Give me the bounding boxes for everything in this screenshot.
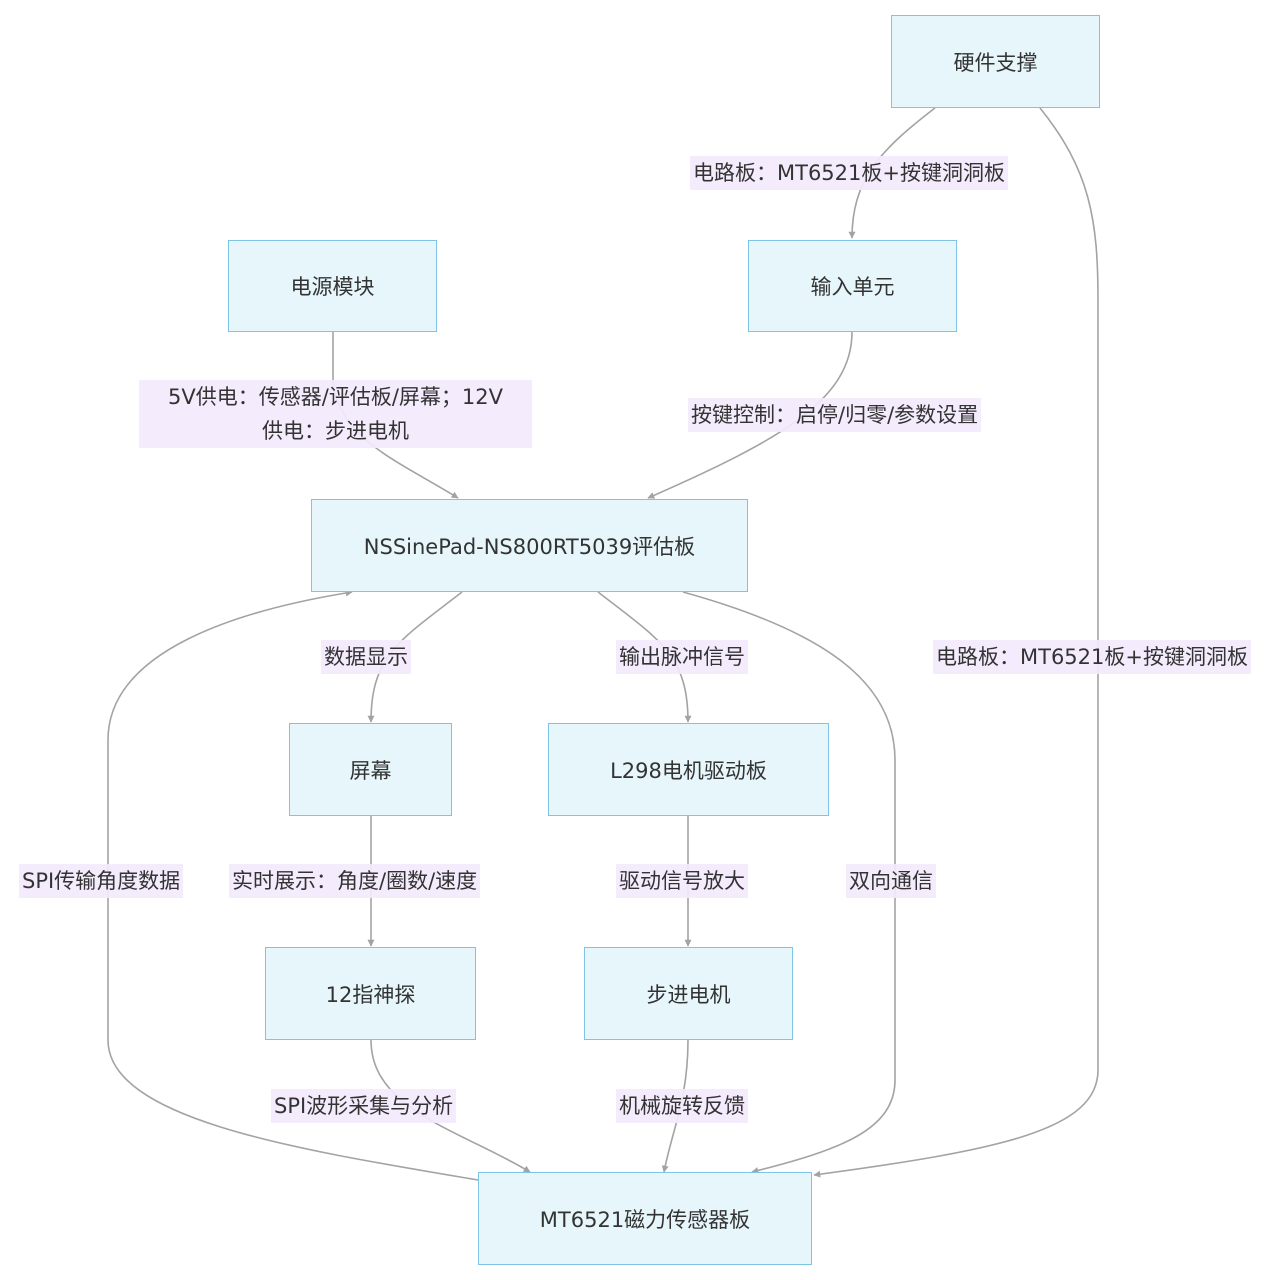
node-eval-board-text: NSSinePad-NS800RT5039评估板 — [363, 534, 696, 559]
node-sensor-board: MT6521磁力传感器板 — [478, 1172, 812, 1265]
node-input-unit: 输入单元 — [748, 240, 957, 332]
node-stepper-motor: 步进电机 — [584, 947, 793, 1040]
label-eval-to-screen: 数据显示 — [321, 640, 411, 674]
node-sensor-board-text: MT6521磁力传感器板 — [539, 1207, 751, 1232]
node-power-module-text: 电源模块 — [290, 275, 375, 299]
label-motor-to-sensor: 机械旋转反馈 — [616, 1089, 748, 1123]
label-power-supply: 5V供电：传感器/评估板/屏幕；12V 供电：步进电机 — [139, 380, 532, 448]
node-hardware-support-text: 硬件支撑 — [953, 50, 1038, 75]
label-power-supply-line1: 5V供电：传感器/评估板/屏幕；12V — [168, 385, 503, 409]
label-eval-to-l298: 输出脉冲信号 — [616, 640, 748, 674]
node-screen: 屏幕 — [289, 723, 452, 816]
label-input-to-eval: 按键控制：启停/归零/参数设置 — [688, 398, 982, 432]
node-power-module: 电源模块 — [228, 240, 437, 332]
label-l298-to-motor: 驱动信号放大 — [616, 864, 748, 898]
label-sensor-to-eval: SPI传输角度数据 — [19, 864, 184, 898]
node-input-unit-text: 输入单元 — [810, 275, 895, 299]
edge-sensor-to-eval — [107, 589, 479, 1181]
node-l298-driver: L298电机驱动板 — [548, 723, 829, 816]
label-probe-to-sensor: SPI波形采集与分析 — [271, 1089, 457, 1123]
label-power-supply-line2: 供电：步进电机 — [262, 419, 409, 443]
node-probe: 12指神探 — [265, 947, 476, 1040]
node-l298-driver-text: L298电机驱动板 — [610, 758, 767, 783]
edge-hardware-to-sensor — [813, 107, 1099, 1178]
node-probe-text: 12指神探 — [325, 982, 416, 1007]
label-eval-sensor-bidirectional: 双向通信 — [846, 864, 936, 898]
node-eval-board: NSSinePad-NS800RT5039评估板 — [311, 499, 748, 592]
label-screen-to-probe: 实时展示：角度/圈数/速度 — [229, 864, 481, 898]
node-hardware-support: 硬件支撑 — [891, 15, 1100, 108]
label-hardware-to-sensor: 电路板：MT6521板+按键洞洞板 — [933, 640, 1251, 674]
node-screen-text: 屏幕 — [349, 758, 392, 783]
node-stepper-motor-text: 步进电机 — [646, 982, 731, 1007]
label-hardware-to-input: 电路板：MT6521板+按键洞洞板 — [690, 156, 1008, 190]
edge-eval-sensor-bidirectional — [682, 591, 896, 1174]
